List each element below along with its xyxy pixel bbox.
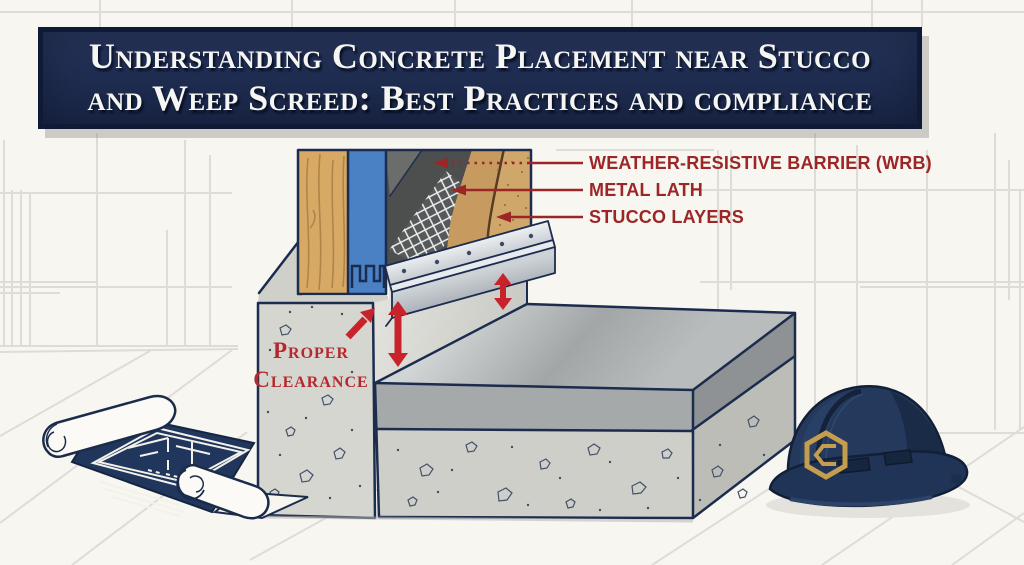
hat-logo <box>804 430 848 480</box>
foundation-top-face <box>257 239 388 303</box>
sheathing-layer <box>348 150 386 294</box>
clearance-label: Proper Clearance <box>253 338 368 392</box>
sheathing-seam <box>350 264 386 288</box>
slab-side-cap <box>691 313 795 432</box>
callout-wrb: WEATHER-RESISTIVE BARRIER (WRB) <box>433 153 932 173</box>
clearance-pointer-arrow <box>345 308 375 340</box>
slab-front-cap <box>375 383 693 432</box>
clearance-label-line-1: Proper <box>273 338 349 363</box>
wrb-fold <box>385 150 422 196</box>
hat-clip-right <box>883 449 913 466</box>
wood-grain <box>306 153 346 291</box>
foundation <box>256 301 377 520</box>
clearance-arrows <box>345 273 512 367</box>
foundation-speckle <box>266 305 362 500</box>
concrete-slab <box>373 302 797 520</box>
slab-aggregate-speckle <box>396 415 766 512</box>
title-line-2: and Weep Screed: Best Practices and comp… <box>87 78 873 118</box>
blueprint-roll <box>42 394 309 520</box>
callouts: WEATHER-RESISTIVE BARRIER (WRB) METAL LA… <box>433 153 932 227</box>
clearance-arrow-left <box>388 301 408 367</box>
ground-shadow-line <box>257 515 694 523</box>
slab-front-aggregate <box>377 428 693 518</box>
hard-hat <box>766 385 970 518</box>
screed-fasteners <box>401 233 534 274</box>
stucco-base-coat <box>447 150 505 250</box>
hat-rear-tab <box>951 474 962 485</box>
blueprint-right-roll <box>176 463 270 520</box>
callout-stucco-label: STUCCO LAYERS <box>589 207 744 227</box>
hat-brim-lip <box>789 495 933 507</box>
wood-stud <box>298 150 348 294</box>
weep-screed <box>384 220 556 327</box>
stucco-finish-coat <box>489 150 531 237</box>
title-banner: Understanding Concrete Placement near St… <box>38 27 922 129</box>
callout-stucco-arrowhead <box>496 211 511 223</box>
clearance-arrow-right <box>494 273 512 310</box>
callout-wrb-label: WEATHER-RESISTIVE BARRIER (WRB) <box>589 153 932 173</box>
slab-top-face <box>375 304 795 390</box>
callout-metal-lath-arrowhead <box>451 184 466 196</box>
title-line-1: Understanding Concrete Placement near St… <box>88 36 872 77</box>
callout-wrb-arrowhead <box>433 157 448 169</box>
clearance-label-line-2: Clearance <box>253 367 368 392</box>
callout-stucco: STUCCO LAYERS <box>496 207 744 227</box>
blueprint-left-roll <box>42 394 177 459</box>
callout-metal-lath: METAL LATH <box>451 180 703 200</box>
callout-metal-lath-label: METAL LATH <box>589 180 703 200</box>
slab-side-aggregate <box>691 356 795 518</box>
